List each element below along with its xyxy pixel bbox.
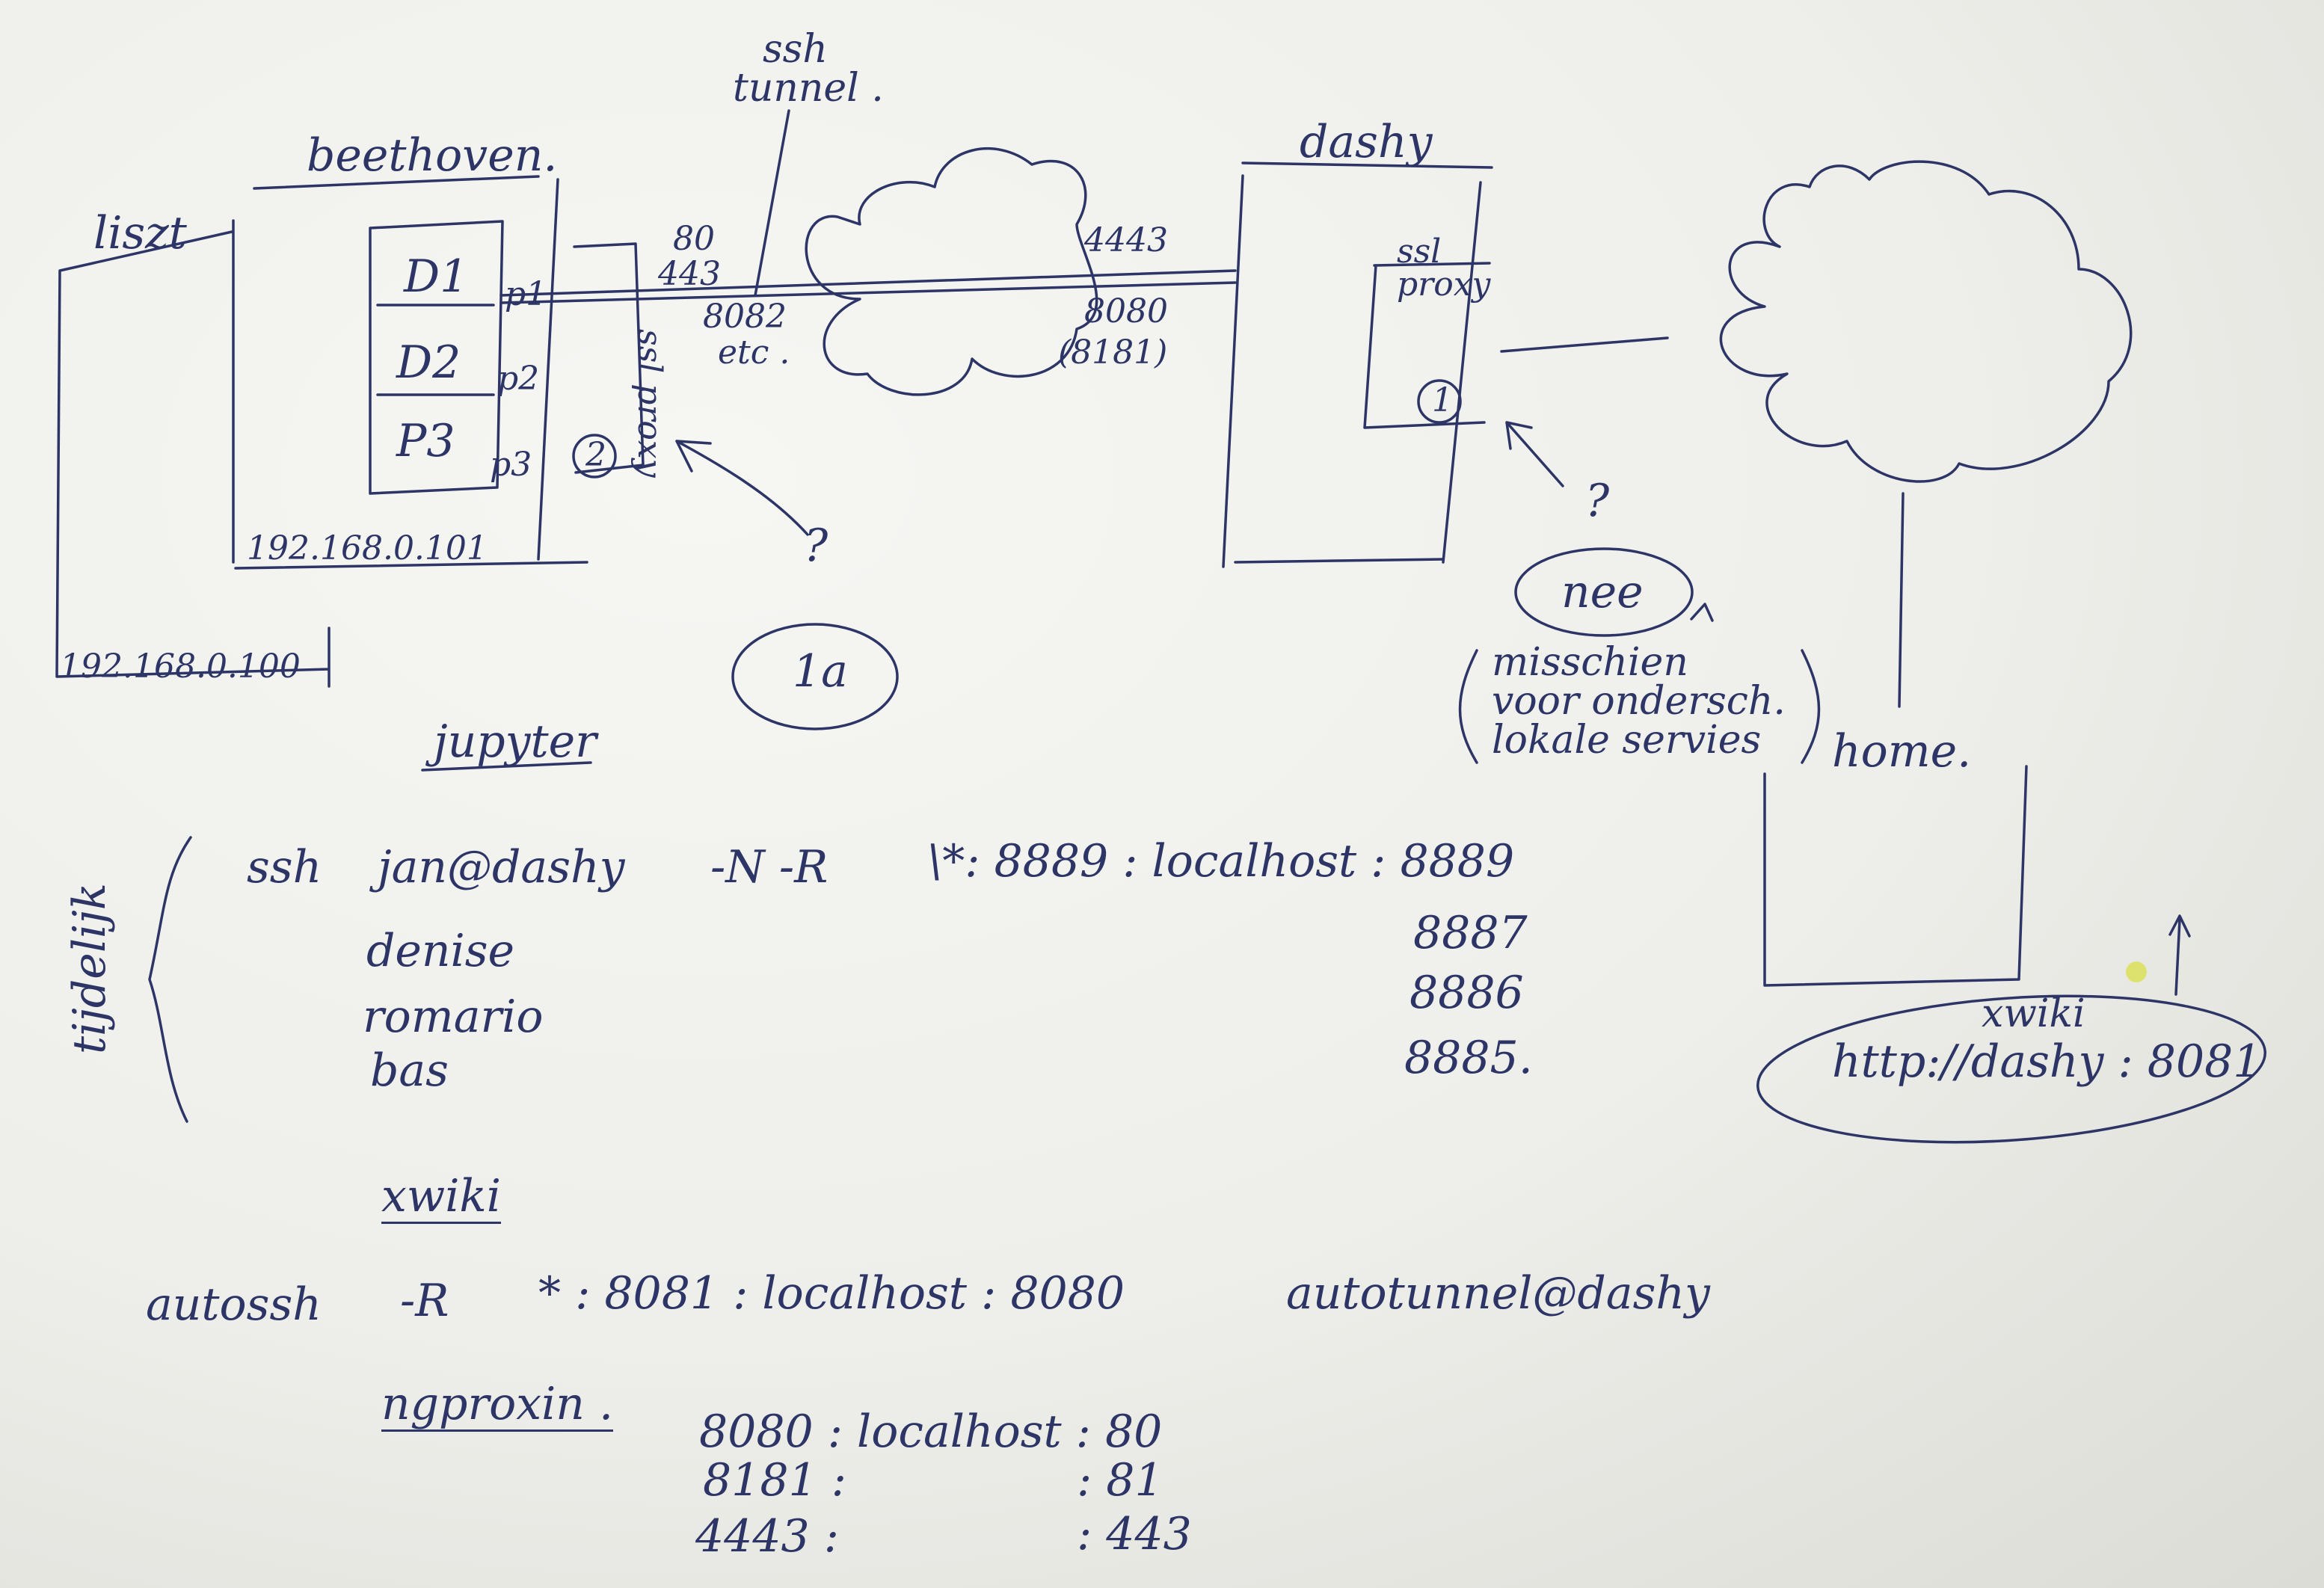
ngproxin-row-2-right: : 81: [1077, 1454, 1163, 1507]
host-label-beethoven: beethoven.: [307, 129, 558, 182]
xwiki-cmd-flag: -R: [400, 1275, 449, 1327]
xwiki-cmd-autossh: autossh: [146, 1278, 322, 1331]
jupyter-cmd-flags: -N -R: [710, 841, 829, 893]
home-link-url: http://dashy : 8081: [1832, 1035, 2262, 1088]
note-line-2: voor ondersch.: [1492, 679, 1786, 724]
tunnel-line-lower: [499, 281, 1237, 304]
xwiki-cmd-target: autotunnel@dashy: [1286, 1267, 1710, 1320]
jupyter-user-bas: bas: [370, 1044, 449, 1097]
tijdelijk-label: tijdelijk: [64, 882, 116, 1054]
tunnel-label-ssh: ssh: [763, 27, 828, 72]
jupyter-cmd-host: jan@dashy: [378, 841, 625, 893]
xwiki-cmd-forward: * : 8081 : localhost : 8080: [538, 1267, 1125, 1320]
tunnel-port-etc: etc .: [718, 333, 790, 372]
marker-one-a-ellipse: [731, 623, 899, 730]
note-bracket-left: [1458, 649, 1478, 764]
marker-two: 2: [585, 436, 606, 474]
box-label-1: D1: [404, 250, 469, 303]
marker-one-circle: [1417, 379, 1462, 424]
note-line-3: lokale servies: [1492, 718, 1762, 763]
marker-one: 1: [1432, 381, 1453, 419]
xwiki-heading: xwiki: [381, 1170, 501, 1224]
internet-cloud: [1719, 160, 2133, 483]
host-label-dashy: dashy: [1300, 116, 1433, 168]
tijdelijk-brace: [148, 836, 192, 1123]
tunnel-line-upper: [499, 269, 1237, 297]
question-mark-right: ?: [1585, 475, 1610, 527]
dashy-proxy-label: ssl proxy: [1397, 233, 1491, 304]
ngproxin-row-3-left: 4443 :: [695, 1510, 839, 1563]
beethoven-proxy-box: [573, 242, 645, 474]
ssh-tunnel-pointer: [754, 109, 790, 297]
box-label-2: D2: [396, 336, 461, 389]
arrow-to-nee: [1690, 603, 1714, 622]
note-bracket-right: [1801, 649, 1821, 764]
liszt-box: [55, 230, 331, 688]
jupyter-user-denise: denise: [366, 925, 515, 977]
nee-label: nee: [1561, 566, 1644, 618]
jupyter-port-8887: 8887: [1413, 907, 1528, 959]
arrow-to-dashy-proxy: [1505, 421, 1564, 487]
port-label-1: p1: [505, 275, 547, 313]
tunnel-port-443: 443: [658, 255, 721, 293]
jupyter-user-romario: romario: [363, 991, 544, 1043]
dashy-right-line: [1442, 181, 1482, 564]
ip-label-beethoven: 192.168.0.101: [247, 529, 488, 567]
ngproxin-row-1-left: 8080 : localhost : 80: [699, 1406, 1163, 1458]
jupyter-cmd-forward: \*: 8889 : localhost : 8889: [927, 835, 1515, 887]
home-up-arrow: [2168, 914, 2191, 996]
tunnel-cloud: [805, 147, 1098, 396]
box-label-3: P3: [396, 415, 455, 467]
ngproxin-heading: ngproxin .: [381, 1378, 614, 1432]
beethoven-right-line: [537, 178, 559, 561]
jupyter-port-8885: 8885.: [1404, 1032, 1533, 1084]
ngproxin-row-3-right: : 443: [1077, 1508, 1192, 1560]
dashy-proxy-box: [1363, 262, 1491, 429]
home-box: [1763, 765, 2028, 987]
tunnel-port-4443: 4443: [1084, 221, 1168, 259]
dashy-bottom-line: [1234, 558, 1445, 564]
dashy-cloud-link: [1500, 336, 1669, 353]
beethoven-proxy-label: ssl proxy: [630, 329, 668, 478]
ngproxin-row-2-left: 8181 :: [703, 1454, 846, 1507]
question-mark-left: ?: [804, 520, 829, 572]
note-line-1: misschien: [1492, 640, 1688, 685]
tunnel-port-8181: (8181): [1058, 333, 1168, 372]
tunnel-port-8080: 8080: [1084, 292, 1168, 330]
home-link-title: xwiki: [1982, 991, 2085, 1036]
arrow-to-beethoven-proxy: [675, 440, 809, 536]
nee-ellipse: [1514, 547, 1694, 637]
jupyter-cmd-ssh: ssh: [247, 841, 322, 893]
beethoven-inner-box: [369, 220, 504, 495]
cloud-to-home-line: [1898, 492, 1905, 708]
jupyter-port-8886: 8886: [1410, 967, 1524, 1019]
tunnel-port-8082: 8082: [703, 298, 787, 336]
home-link-ellipse: [1756, 994, 2266, 1144]
tunnel-port-80: 80: [673, 220, 715, 258]
dashy-top-line: [1241, 161, 1493, 169]
beethoven-top-line: [253, 175, 540, 190]
tunnel-label-tunnel: tunnel .: [733, 66, 884, 111]
host-label-home: home.: [1832, 725, 1972, 778]
jupyter-underline: [421, 761, 592, 772]
jupyter-heading: jupyter: [434, 715, 597, 768]
marker-two-circle: [572, 434, 617, 478]
beethoven-bottom-line: [234, 561, 588, 570]
highlighter-dot: [2126, 961, 2147, 982]
dashy-left-line: [1222, 174, 1244, 568]
host-label-liszt: liszt: [93, 207, 187, 259]
port-label-3: p3: [490, 446, 532, 484]
d-box-dividers: [376, 304, 495, 396]
ip-label-liszt: 192.168.0.100: [60, 647, 301, 686]
port-label-2: p2: [497, 360, 540, 398]
marker-one-a: 1a: [793, 645, 848, 698]
